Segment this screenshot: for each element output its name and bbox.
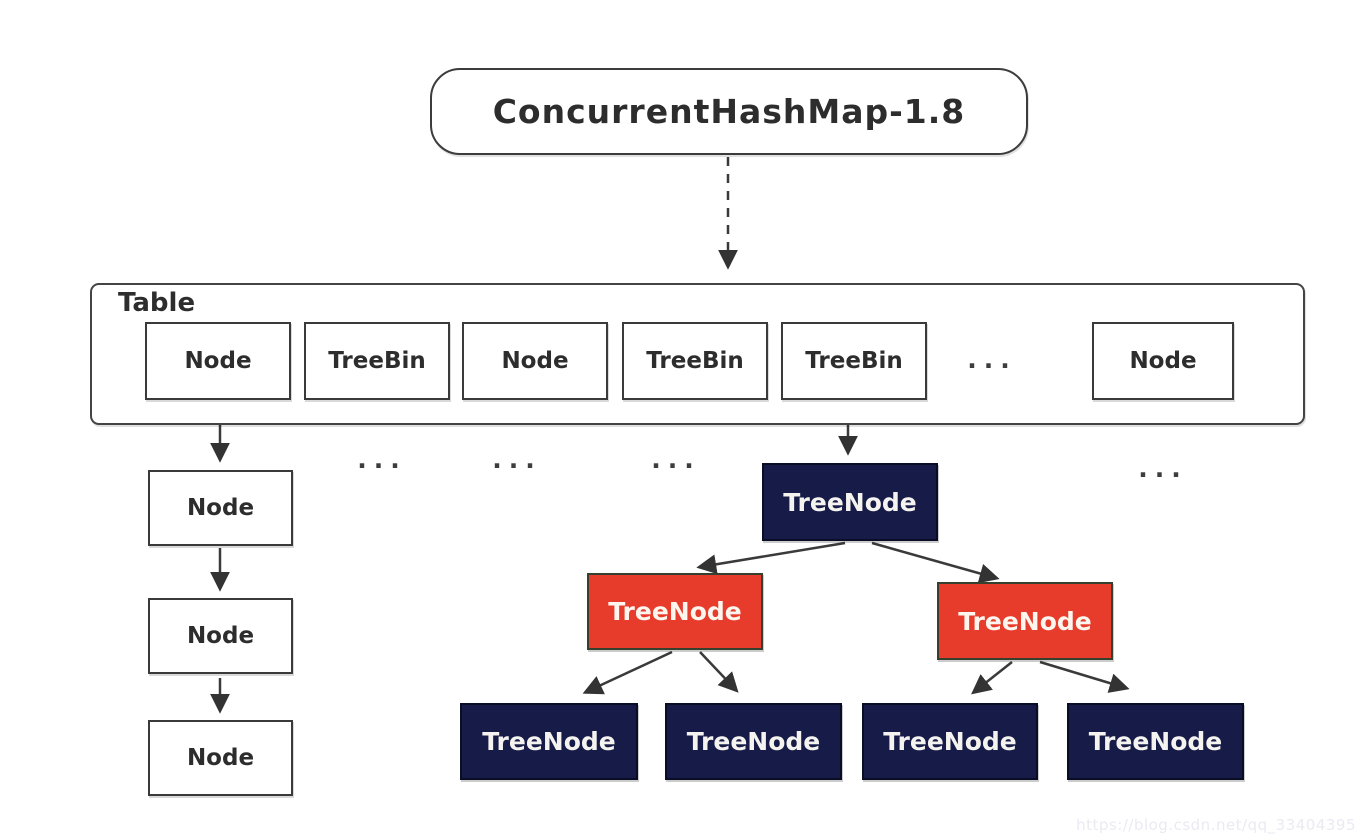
table-label: Table <box>118 288 196 318</box>
list-node-label: Node <box>186 623 255 649</box>
ellipsis-4: ... <box>1138 454 1188 483</box>
treenode-label: TreeNode <box>482 727 616 756</box>
treenode-label: TreeNode <box>958 606 1092 636</box>
treenode-label: TreeNode <box>1088 727 1223 756</box>
ellipsis-3: ... <box>651 445 701 474</box>
table-cell-label: TreeBin <box>805 348 903 374</box>
table-cell-label: TreeBin <box>646 348 744 374</box>
treenode-label: TreeNode <box>883 727 1017 756</box>
table-cell-treebin-1: TreeBin <box>304 322 450 400</box>
treenode-label: TreeNode <box>608 597 742 626</box>
arrow-root-to-right-child <box>871 541 1000 584</box>
arrow-rightchild-to-leaf-4 <box>1039 660 1130 693</box>
list-node-1: Node <box>148 470 293 546</box>
treenode-label: TreeNode <box>686 727 821 756</box>
table-cell-node-3: Node <box>1092 322 1234 400</box>
ellipsis-1: ... <box>357 445 407 474</box>
watermark: https://blog.csdn.net/qq_33404395 <box>1076 816 1356 834</box>
table-cell-node-1: Node <box>145 322 291 400</box>
table-cell-treebin-3: TreeBin <box>781 322 927 400</box>
arrow-root-to-left-child <box>696 541 846 575</box>
ellipsis-2: ... <box>492 445 542 474</box>
list-node-2: Node <box>148 598 293 674</box>
list-node-label: Node <box>186 495 255 521</box>
table-cell-label: Node <box>1129 348 1197 374</box>
table-cell-treebin-2: TreeBin <box>622 322 768 400</box>
table-ellipsis: ... <box>967 345 1017 374</box>
table-cell-label: Node <box>501 348 569 374</box>
arrow-leftchild-to-leaf-1 <box>582 650 673 695</box>
title-box: ConcurrentHashMap-1.8 <box>430 68 1028 155</box>
arrow-leftchild-to-leaf-2 <box>699 651 739 693</box>
treenode-leaf-3: TreeNode <box>862 703 1038 780</box>
treenode-label: TreeNode <box>783 487 917 517</box>
treenode-child-left: TreeNode <box>587 573 763 650</box>
treenode-leaf-1: TreeNode <box>460 703 638 780</box>
table-cell-label: Node <box>184 348 252 374</box>
list-node-3: Node <box>148 720 293 796</box>
title-label: ConcurrentHashMap-1.8 <box>492 92 966 131</box>
treenode-leaf-2: TreeNode <box>665 703 842 780</box>
arrow-rightchild-to-leaf-3 <box>971 661 1013 695</box>
list-node-label: Node <box>186 745 255 771</box>
treenode-leaf-4: TreeNode <box>1067 703 1244 780</box>
table-cell-node-2: Node <box>462 322 608 400</box>
treenode-root: TreeNode <box>762 463 938 541</box>
treenode-child-right: TreeNode <box>937 582 1113 660</box>
table-cell-label: TreeBin <box>328 348 426 374</box>
